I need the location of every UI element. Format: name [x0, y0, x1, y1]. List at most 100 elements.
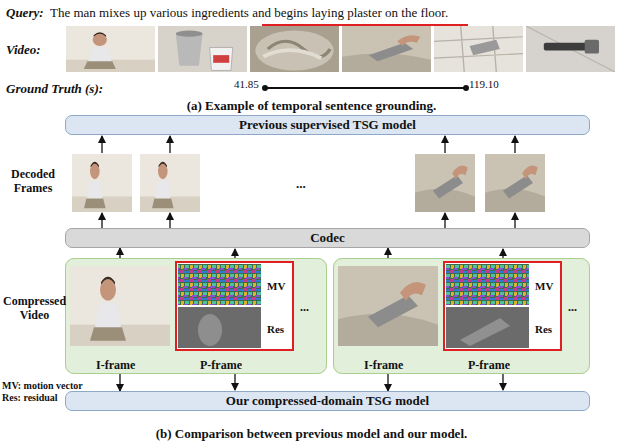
i-frame-image [70, 266, 170, 346]
field-label: Query: [6, 6, 44, 21]
res-image [446, 307, 529, 348]
video-frame [158, 26, 247, 72]
arrow [101, 136, 102, 153]
codec-box: Codec [65, 228, 590, 248]
legend-note: MV: motion vector [2, 380, 83, 392]
text-holder: I-frame [96, 355, 135, 373]
connector [119, 374, 120, 391]
arrow [169, 213, 170, 228]
arrow [502, 249, 503, 258]
ellipsis: ... [296, 177, 306, 192]
text-holder: Res [267, 319, 284, 337]
ground-truth-span [262, 85, 469, 91]
arrow [234, 374, 235, 390]
box-title: Codec [310, 230, 345, 246]
compressed-right [333, 258, 590, 374]
text-holder: (a) Example of temporal sentence groundi… [0, 96, 623, 114]
model-box: Previous supervised TSG model [65, 115, 590, 135]
span-end [463, 85, 469, 91]
ellipsis: ... [300, 300, 309, 315]
frame-label: I-frame [96, 358, 135, 373]
row-label: Compressed Video [3, 295, 66, 323]
text-holder: Res [535, 319, 552, 337]
ground-truth-marker [262, 24, 468, 26]
text-holder: ... [296, 174, 306, 192]
stream-label: MV [267, 280, 285, 292]
text-holder: Query: [6, 3, 44, 21]
panel-fill [333, 258, 590, 374]
arrow [444, 213, 445, 228]
span-end [262, 85, 268, 91]
panel-fill [65, 258, 327, 374]
text-holder: MV: motion vector [2, 375, 83, 393]
box-title: Previous supervised TSG model [239, 117, 416, 133]
p-frame-box [444, 262, 561, 350]
frame-label: P-frame [200, 358, 242, 373]
field-label: Video: [6, 43, 41, 58]
row-label: Decoded Frames [3, 168, 63, 196]
text-holder: ... [300, 297, 309, 315]
connector [387, 248, 388, 258]
decoded-frame [415, 154, 475, 212]
mv-image [178, 264, 261, 305]
video-frame [526, 26, 615, 72]
frame-label: I-frame [364, 358, 403, 373]
video-frames [66, 25, 615, 72]
time-value: 41.85 [234, 78, 259, 91]
decoded-frame [72, 154, 132, 212]
decoded-frame [140, 154, 200, 212]
video-frame [434, 26, 523, 72]
text-holder: Decoded Frames [3, 168, 63, 196]
arrow [169, 136, 170, 153]
compressed-panel: I-frame P-frame MV Res... [333, 258, 590, 374]
res-shape [198, 314, 222, 346]
compressed-left [65, 258, 327, 374]
text-holder: MV [267, 276, 285, 294]
query-text: The man mixes up various ingredients and… [50, 6, 448, 21]
compressed-panel: I-frame P-frame MV Res... [65, 258, 327, 374]
stream-label: MV [535, 280, 553, 292]
text-holder: The man mixes up various ingredients and… [50, 3, 448, 21]
legend-note: Res: residual [2, 392, 58, 404]
video-frame [342, 26, 431, 72]
text-holder: (b) Comparison between previous model an… [0, 424, 623, 442]
text-holder: I-frame [364, 355, 403, 373]
connector [387, 374, 388, 391]
text-holder: 119.10 [469, 74, 499, 92]
arrow [502, 374, 503, 390]
ellipsis: ... [568, 300, 577, 315]
text-holder: P-frame [468, 355, 510, 373]
text-holder: Compressed Video [3, 295, 63, 323]
text-holder: MV [535, 276, 553, 294]
mv-image [446, 264, 529, 305]
decoded-frame [485, 154, 545, 212]
box-title: Our compressed-domain TSG model [226, 393, 429, 409]
subcaption: (b) Comparison between previous model an… [156, 427, 468, 442]
text-holder: ... [568, 297, 577, 315]
res-image [178, 307, 261, 348]
span-line [265, 87, 466, 89]
decoded-frames [72, 154, 545, 212]
arrow [514, 213, 515, 228]
arrow [101, 213, 102, 228]
stream-label: Res [267, 323, 284, 335]
connector [119, 248, 120, 258]
arrow [234, 249, 235, 258]
p-frame-box [176, 262, 293, 350]
i-frame-image [338, 266, 438, 346]
video-frame [250, 26, 339, 72]
stream-label: Res [535, 323, 552, 335]
field-label: Ground Truth (s): [6, 82, 103, 97]
subcaption: (a) Example of temporal sentence groundi… [187, 99, 437, 114]
text-holder: Video: [6, 40, 41, 58]
video-frame [66, 26, 155, 72]
time-value: 119.10 [469, 78, 499, 91]
text-holder: 41.85 [234, 74, 259, 92]
arrow [514, 136, 515, 153]
res-shape [460, 318, 510, 346]
text-holder: P-frame [200, 355, 242, 373]
frame-label: P-frame [468, 358, 510, 373]
